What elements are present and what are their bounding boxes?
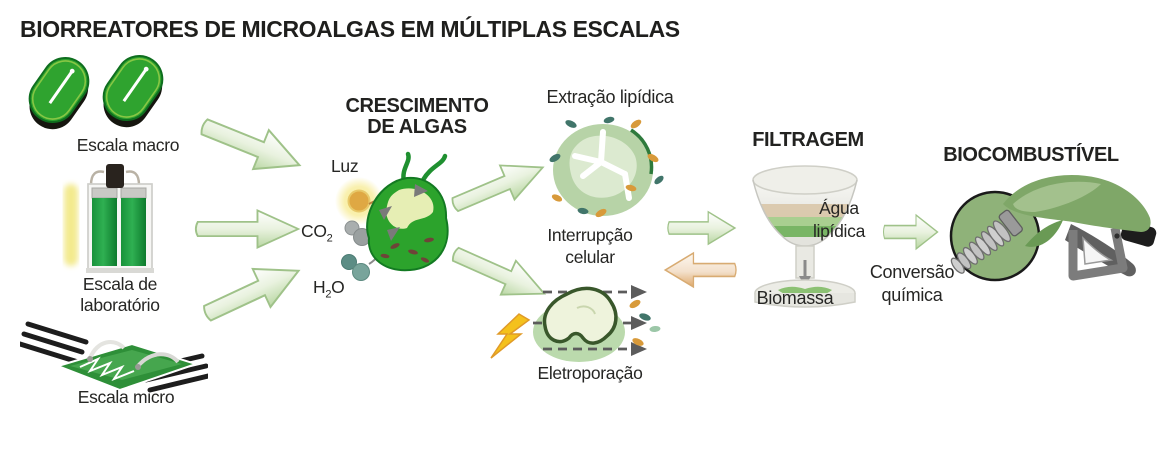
extracao-lipidica-label: Extração lipídica — [546, 87, 674, 107]
h2o-text-h: H — [313, 277, 326, 297]
photobioreactor-illustration — [64, 164, 154, 273]
luz-label: Luz — [331, 156, 359, 176]
co2-subscript: 2 — [326, 232, 333, 245]
trigger-icon — [1082, 236, 1114, 265]
biomassa-label: Biomassa — [756, 288, 834, 308]
funnel-illustration — [752, 165, 858, 308]
arrow-filtration-return — [664, 252, 737, 288]
agua-line1: Água — [819, 198, 859, 218]
hose-coil-icon — [950, 209, 1023, 274]
escala-laboratorio-label: Escala de laboratório — [52, 274, 188, 316]
electroporation-illustration — [490, 285, 661, 362]
flagellum-icon — [420, 153, 448, 183]
h2o-label: H2O — [313, 277, 345, 306]
released-lipids-icon — [629, 299, 661, 346]
agua-lipidica-label: Água lipídica — [797, 197, 881, 243]
dashed-arrowheads-icon — [631, 285, 647, 356]
escala-laboratorio-line2: laboratório — [80, 295, 160, 315]
co2-label: CO2 — [301, 221, 333, 250]
biocombustivel-heading: BIOCOMBUSTÍVEL — [943, 144, 1119, 166]
trigger-guard-icon — [1068, 227, 1128, 281]
growth-heading-line2: DE ALGAS — [367, 116, 467, 138]
arrow-filtration-to-biofuel — [882, 214, 939, 250]
interrupcao-line1: Interrupção — [547, 225, 633, 245]
h2o-text-o: O — [331, 277, 345, 297]
conversao-line2: química — [881, 285, 943, 305]
escala-laboratorio-line1: Escala de — [82, 274, 158, 294]
filtragem-heading: FILTRAGEM — [752, 129, 864, 151]
arrow-lab-to-growth — [194, 209, 300, 249]
h2o-molecule-icon — [341, 254, 370, 281]
escala-macro-label: Escala macro — [76, 135, 180, 155]
eletroporacao-label: Eletroporação — [537, 363, 643, 383]
lipid-droplets-icon — [549, 116, 664, 218]
agua-line2: lipídica — [812, 221, 866, 241]
conversao-quimica-label: Conversão química — [850, 261, 974, 307]
lightning-bolt-icon — [490, 313, 531, 359]
growth-heading: CRESCIMENTO DE ALGAS — [338, 96, 496, 138]
microfluidic-chip-illustration — [20, 321, 208, 393]
raceway-ponds-illustration — [28, 54, 164, 130]
growth-heading-line1: CRESCIMENTO — [345, 95, 489, 117]
interrupcao-celular-label: Interrupção celular — [522, 224, 658, 268]
arrow-disruption-to-filtration — [667, 211, 736, 245]
algae-cell-illustration — [366, 151, 449, 272]
h2o-subscript: 2 — [325, 288, 332, 301]
co2-molecule-icon — [344, 220, 371, 246]
conversao-line1: Conversão — [869, 262, 955, 282]
algae-growth-figure — [335, 151, 449, 281]
co2-text: CO — [301, 221, 327, 241]
fuel-nozzle-illustration — [949, 175, 1157, 282]
burst-cell-illustration — [549, 116, 664, 218]
interrupcao-line2: celular — [565, 247, 615, 267]
leaf-icon — [1025, 220, 1063, 247]
escala-micro-label: Escala micro — [77, 387, 175, 407]
grow-light-icon — [64, 184, 78, 266]
page-title: BIORREATORES DE MICROALGAS EM MÚLTIPLAS … — [20, 16, 680, 42]
